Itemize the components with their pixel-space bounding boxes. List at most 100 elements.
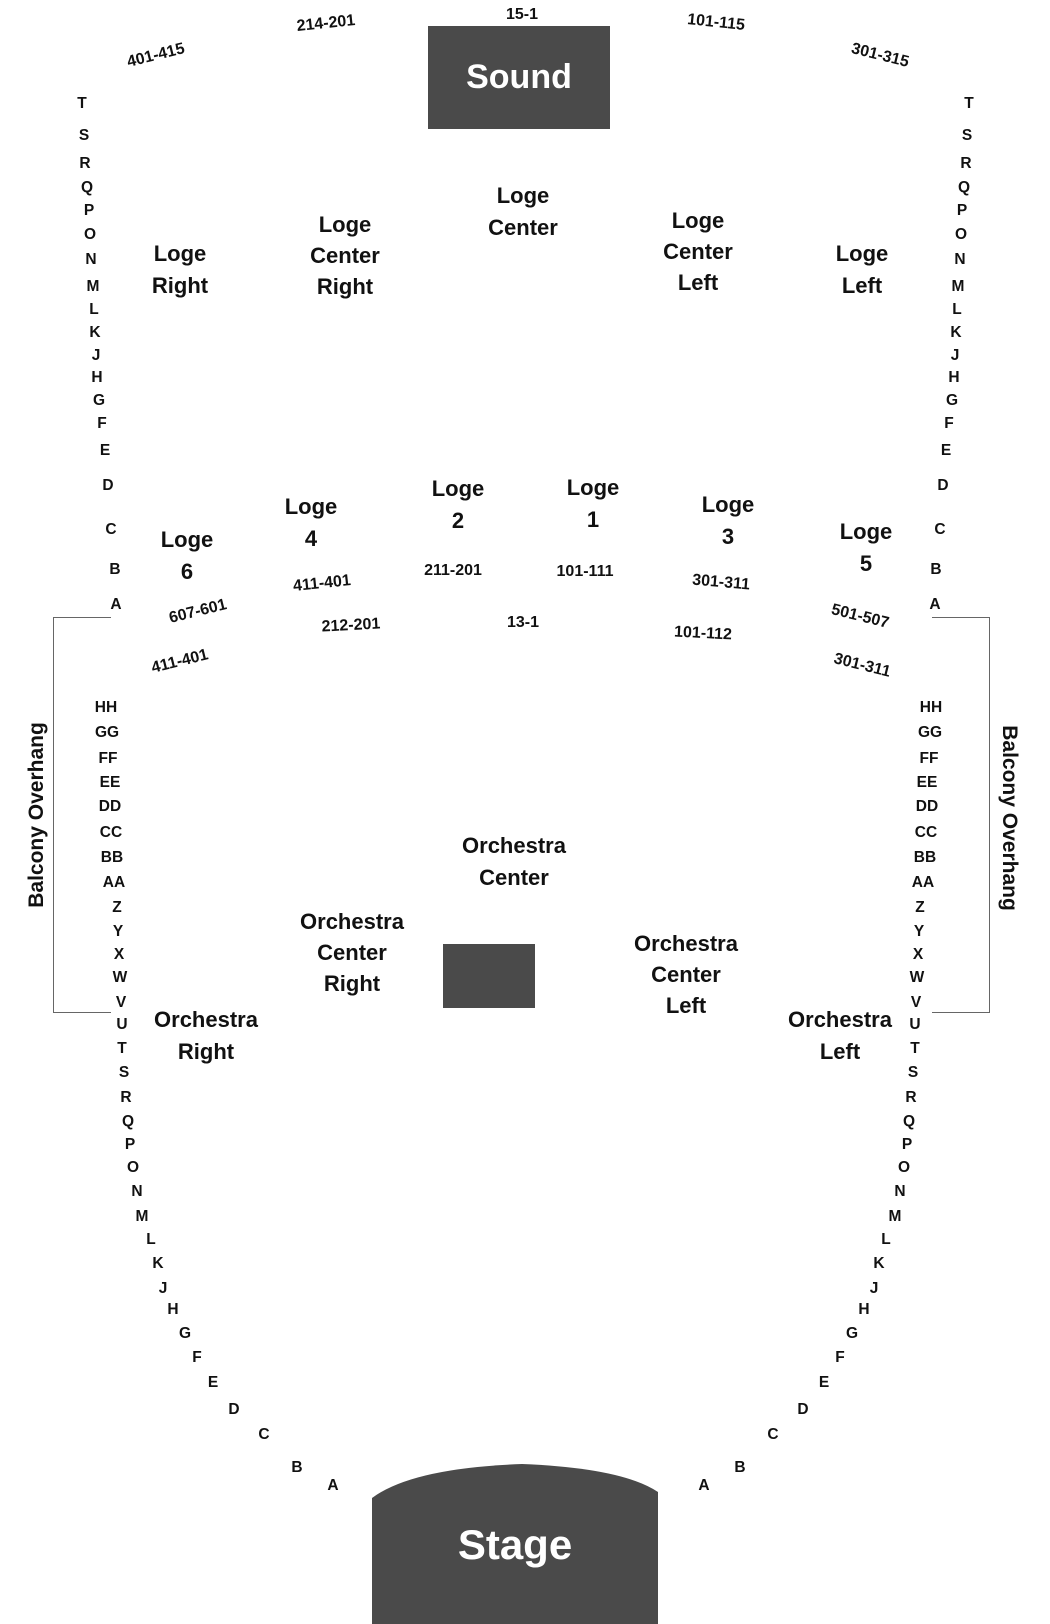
row-label: L: [881, 1231, 891, 1248]
row-label: S: [961, 127, 973, 144]
row-label: AA: [102, 874, 126, 891]
section-loge-5[interactable]: Loge 5: [839, 519, 893, 576]
orchestra-center-block: [443, 944, 535, 1008]
balcony-overhang-left: Balcony Overhang: [25, 722, 48, 908]
row-label: P: [901, 1136, 913, 1153]
row-label: Q: [121, 1113, 135, 1130]
row-label: Z: [915, 899, 925, 916]
row-label: F: [192, 1349, 202, 1366]
row-label: Q: [957, 179, 971, 196]
row-label: C: [767, 1426, 779, 1443]
row-label: AA: [911, 874, 935, 891]
row-label: O: [897, 1159, 911, 1176]
seat-range: 301-315: [849, 40, 911, 71]
row-label: FF: [98, 750, 118, 767]
row-label: Y: [112, 923, 124, 940]
row-label: A: [698, 1477, 710, 1494]
row-label: GG: [94, 724, 120, 741]
row-label: Q: [902, 1113, 916, 1130]
row-label: O: [83, 226, 97, 243]
row-label: U: [909, 1016, 921, 1033]
row-label: R: [120, 1089, 132, 1106]
row-label: M: [86, 278, 100, 295]
seat-range: 212-201: [321, 615, 381, 636]
seat-range: 101-115: [686, 11, 746, 34]
row-label: F: [97, 415, 107, 432]
row-label: R: [79, 155, 91, 172]
row-label: Q: [80, 179, 94, 196]
balcony-overhang-bracket-left: [53, 617, 111, 1013]
section-loge-center-left[interactable]: Loge Center Left: [663, 208, 733, 295]
row-label: D: [228, 1401, 240, 1418]
row-label: U: [116, 1016, 128, 1033]
row-label: H: [948, 369, 960, 386]
stage: Stage: [372, 1505, 658, 1585]
row-label: M: [135, 1208, 149, 1225]
row-label: DD: [98, 798, 122, 815]
row-label: A: [929, 596, 941, 613]
seat-range: 15-1: [505, 6, 539, 23]
row-label: Y: [913, 923, 925, 940]
row-label: M: [888, 1208, 902, 1225]
row-label: CC: [99, 824, 123, 841]
row-label: EE: [916, 774, 938, 791]
section-orchestra-center[interactable]: Orchestra Center: [462, 833, 566, 890]
section-loge-1[interactable]: Loge 1: [566, 475, 620, 532]
row-label: O: [126, 1159, 140, 1176]
section-loge-4[interactable]: Loge 4: [284, 494, 338, 551]
row-label: X: [113, 946, 125, 963]
seat-range: 101-112: [673, 623, 733, 644]
seat-range: 13-1: [506, 614, 540, 631]
row-label: V: [115, 994, 127, 1011]
row-label: H: [91, 369, 103, 386]
row-label: R: [905, 1089, 917, 1106]
row-label: X: [912, 946, 924, 963]
row-label: H: [167, 1301, 179, 1318]
row-label: DD: [915, 798, 939, 815]
section-orchestra-right[interactable]: Orchestra Right: [154, 1007, 258, 1064]
row-label: E: [940, 442, 952, 459]
row-label: B: [291, 1459, 303, 1476]
row-label: P: [956, 202, 968, 219]
row-label: M: [951, 278, 965, 295]
row-label: J: [158, 1280, 168, 1297]
row-label: S: [118, 1064, 130, 1081]
row-label: A: [327, 1477, 339, 1494]
section-loge-2[interactable]: Loge 2: [431, 476, 485, 533]
row-label: G: [178, 1325, 192, 1342]
row-label: G: [92, 392, 106, 409]
section-orchestra-center-left[interactable]: Orchestra Center Left: [634, 931, 738, 1018]
row-label: D: [102, 477, 114, 494]
row-label: E: [207, 1374, 219, 1391]
row-label: P: [83, 202, 95, 219]
seat-range: 101-111: [556, 563, 614, 580]
stage-shape: [372, 1464, 658, 1624]
seat-range: 607-601: [167, 596, 229, 627]
section-loge-center[interactable]: Loge Center: [488, 183, 558, 240]
row-label: GG: [917, 724, 943, 741]
row-label: B: [734, 1459, 746, 1476]
row-label: L: [89, 301, 99, 318]
section-loge-right[interactable]: Loge Right: [151, 241, 209, 298]
sound-booth: Sound: [428, 26, 610, 129]
row-label: N: [131, 1183, 143, 1200]
row-label: D: [937, 477, 949, 494]
section-orchestra-center-right[interactable]: Orchestra Center Right: [300, 909, 404, 996]
section-orchestra-left[interactable]: Orchestra Left: [788, 1007, 892, 1064]
row-label: T: [77, 95, 87, 112]
row-label: J: [950, 347, 960, 364]
row-label: R: [960, 155, 972, 172]
row-label: G: [845, 1325, 859, 1342]
section-loge-left[interactable]: Loge Left: [835, 241, 889, 298]
balcony-overhang-bracket-right: [932, 617, 990, 1013]
row-label: C: [105, 521, 117, 538]
row-label: P: [124, 1136, 136, 1153]
balcony-overhang-right: Balcony Overhang: [998, 725, 1021, 911]
row-label: CC: [914, 824, 938, 841]
section-loge-3[interactable]: Loge 3: [701, 492, 755, 549]
section-loge-6[interactable]: Loge 6: [160, 527, 214, 584]
row-label: C: [258, 1426, 270, 1443]
section-loge-center-right[interactable]: Loge Center Right: [310, 212, 380, 299]
row-label: BB: [913, 849, 937, 866]
row-label: L: [146, 1231, 156, 1248]
